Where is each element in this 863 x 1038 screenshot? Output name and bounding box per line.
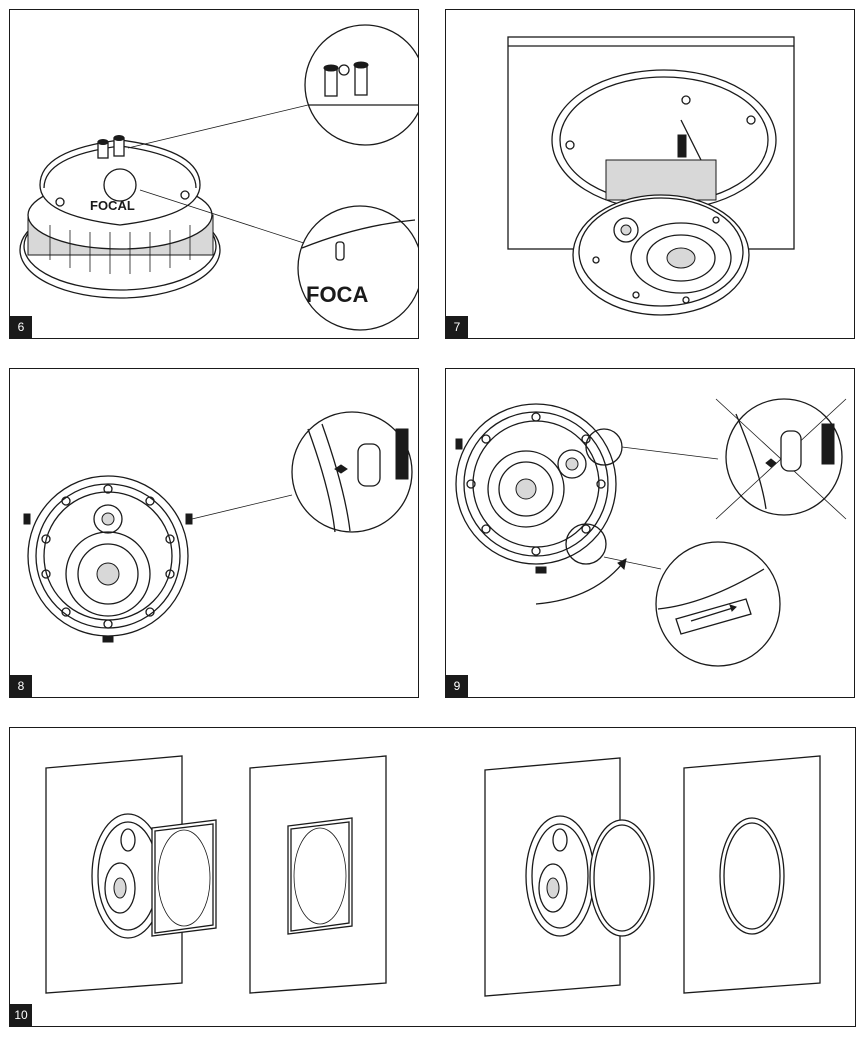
step-number-badge: 10	[10, 1004, 32, 1026]
step-number-badge: 9	[446, 675, 468, 697]
step-8-illustration	[23, 411, 413, 643]
step-number-badge: 6	[10, 316, 32, 338]
step-10-illustration	[45, 755, 821, 997]
step-number-badge: 8	[10, 675, 32, 697]
step-6-panel: FOCAL FOCA 6	[9, 9, 419, 339]
step-7-panel: 7	[445, 9, 855, 339]
step-7-illustration	[507, 36, 795, 316]
focal-logo-zoom: FOCA	[306, 282, 368, 307]
step-number-badge: 7	[446, 316, 468, 338]
step-6-illustration: FOCAL FOCA	[19, 24, 418, 331]
step-10-panel: 10	[9, 727, 856, 1027]
focal-logo: FOCAL	[90, 198, 135, 213]
step-9-illustration	[455, 398, 847, 667]
step-8-panel: 8	[9, 368, 419, 698]
step-9-panel: 9	[445, 368, 855, 698]
